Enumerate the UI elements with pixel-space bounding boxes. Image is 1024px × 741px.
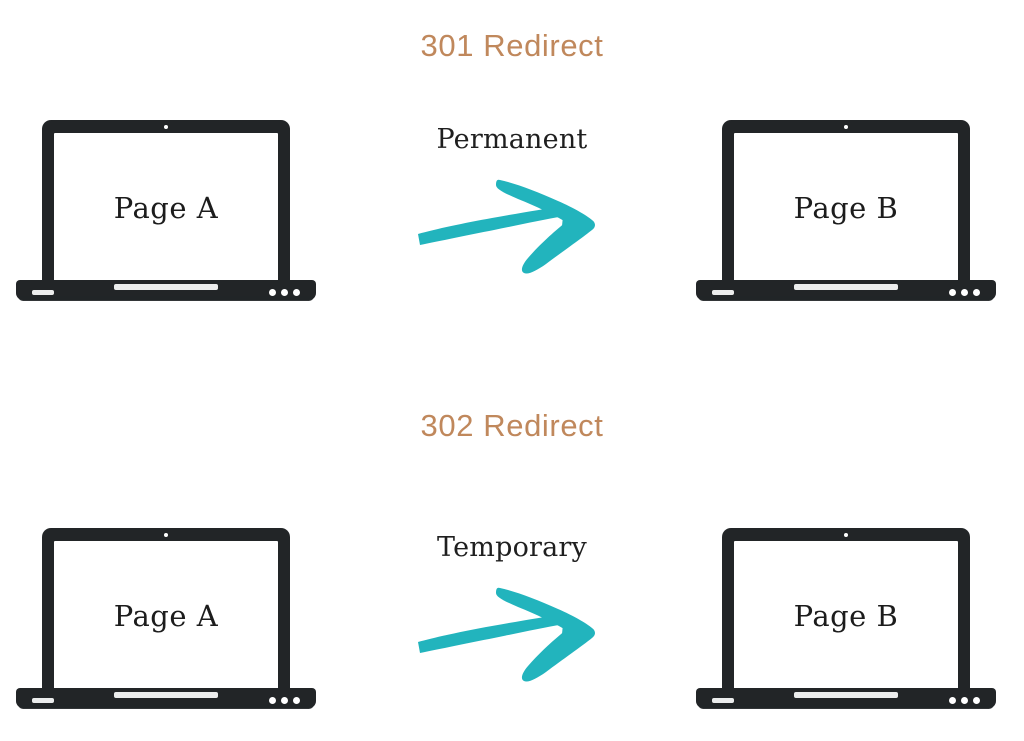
screen-label-page-b: Page B	[793, 190, 899, 225]
base-indicator-dots	[269, 289, 300, 296]
laptop-lid: Page A	[42, 120, 290, 288]
laptop-base-shadow	[698, 704, 994, 709]
laptop-screen: Page A	[54, 133, 278, 283]
laptop-screen: Page A	[54, 541, 278, 691]
webcam-dot-icon	[164, 125, 168, 129]
laptop-base	[16, 280, 316, 300]
laptop-screen: Page B	[734, 133, 958, 283]
laptop-lid: Page B	[722, 528, 970, 696]
laptop-base	[696, 688, 996, 708]
screen-label-page-a: Page A	[113, 190, 219, 225]
screen-label-page-b: Page B	[793, 598, 899, 633]
connector-302: Temporary	[400, 532, 624, 722]
redirect-row-302: Page A Temporary	[0, 518, 1024, 738]
laptop-base-shadow	[18, 296, 314, 301]
laptop-lid: Page B	[722, 120, 970, 288]
section-title-301: 301 Redirect	[420, 28, 604, 63]
webcam-dot-icon	[844, 125, 848, 129]
trackpad-dash	[794, 284, 898, 290]
base-left-dash	[32, 290, 54, 295]
laptop-icon-source-302: Page A	[16, 518, 316, 710]
base-indicator-dots	[269, 697, 300, 704]
base-left-dash	[712, 290, 734, 295]
base-left-dash	[712, 698, 734, 703]
base-indicator-dots	[949, 289, 980, 296]
base-indicator-dots	[949, 697, 980, 704]
trackpad-dash	[114, 284, 218, 290]
base-left-dash	[32, 698, 54, 703]
section-title-302: 302 Redirect	[420, 408, 604, 443]
laptop-icon-target-302: Page B	[696, 518, 996, 710]
webcam-dot-icon	[844, 533, 848, 537]
laptop-base	[696, 280, 996, 300]
screen-label-page-a: Page A	[113, 598, 219, 633]
arrow-right-icon	[418, 179, 595, 274]
connector-301: Permanent	[400, 124, 624, 314]
trackpad-dash	[794, 692, 898, 698]
redirect-row-301: Page A Permanent	[0, 110, 1024, 330]
laptop-base-shadow	[698, 296, 994, 301]
connector-label-permanent: Permanent	[436, 124, 588, 155]
laptop-icon-target-301: Page B	[696, 110, 996, 302]
laptop-base	[16, 688, 316, 708]
webcam-dot-icon	[164, 533, 168, 537]
laptop-icon-source-301: Page A	[16, 110, 316, 302]
laptop-base-shadow	[18, 704, 314, 709]
laptop-lid: Page A	[42, 528, 290, 696]
connector-label-temporary: Temporary	[437, 532, 587, 563]
trackpad-dash	[114, 692, 218, 698]
arrow-right-icon	[418, 587, 595, 682]
laptop-screen: Page B	[734, 541, 958, 691]
